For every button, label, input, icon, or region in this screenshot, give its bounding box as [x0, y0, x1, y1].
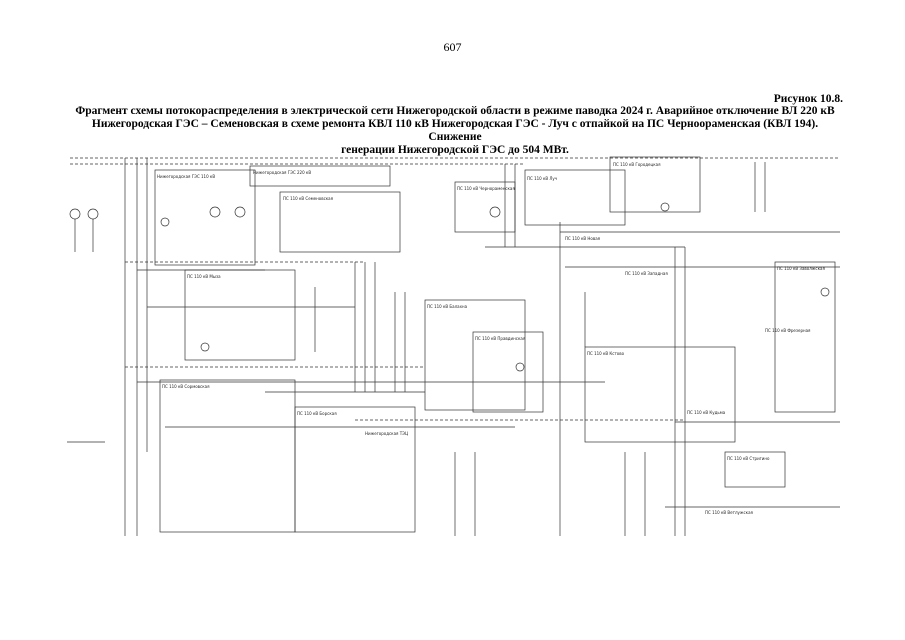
- scheme-label: ПС 110 кВ Западная: [625, 271, 668, 276]
- scheme-label: ПС 110 кВ Кстово: [587, 351, 625, 356]
- scheme-label: ПС 110 кВ Сормовская: [162, 384, 210, 389]
- scheme-label: ПС 110 кВ Мыза: [187, 274, 221, 279]
- scheme-label: Нижегородская ТЭЦ: [365, 431, 408, 436]
- scheme-label: ПС 110 кВ Городецкая: [613, 162, 661, 167]
- caption-line: генерации Нижегородской ГЭС до 504 МВт.: [341, 144, 569, 156]
- power-flow-scheme: Нижегородская ГЭС 110 кВ Нижегородская Г…: [67, 156, 840, 536]
- figure-label: Рисунок 10.8.: [773, 93, 843, 105]
- scheme-label: ПС 110 кВ Борская: [297, 411, 337, 416]
- scheme-label: ПС 110 кВ Чернораменская: [457, 186, 515, 191]
- scheme-label: ПС 110 кВ Семеновская: [283, 196, 334, 201]
- scheme-label: ПС 110 кВ Новая: [565, 236, 601, 241]
- scheme-label: ПС 110 кВ Фрезерная: [765, 328, 811, 333]
- caption-line: Фрагмент схемы потокораспределения в эле…: [75, 105, 835, 117]
- scheme-label: ПС 110 кВ Луч: [527, 176, 557, 181]
- scheme-label: ПС 110 кВ Кудьма: [687, 410, 726, 415]
- page-number: 607: [443, 40, 462, 54]
- figure-caption: Фрагмент схемы потокораспределения в эле…: [70, 105, 840, 157]
- scheme-label: Нижегородская ГЭС 110 кВ: [157, 174, 215, 179]
- scheme-label: ПС 110 кВ Стригино: [727, 456, 770, 461]
- scheme-label: ПС 110 кВ Правдинская: [475, 336, 526, 341]
- scheme-label: Нижегородская ГЭС 220 кВ: [253, 170, 311, 175]
- caption-line: Нижегородская ГЭС – Семеновская в схеме …: [91, 118, 819, 143]
- scheme-label: ПС 110 кВ Балахна: [427, 304, 468, 309]
- scheme-label: ПС 110 кВ Ветлужская: [705, 510, 754, 515]
- scheme-label: ПС 110 кВ Заволжская: [777, 266, 825, 271]
